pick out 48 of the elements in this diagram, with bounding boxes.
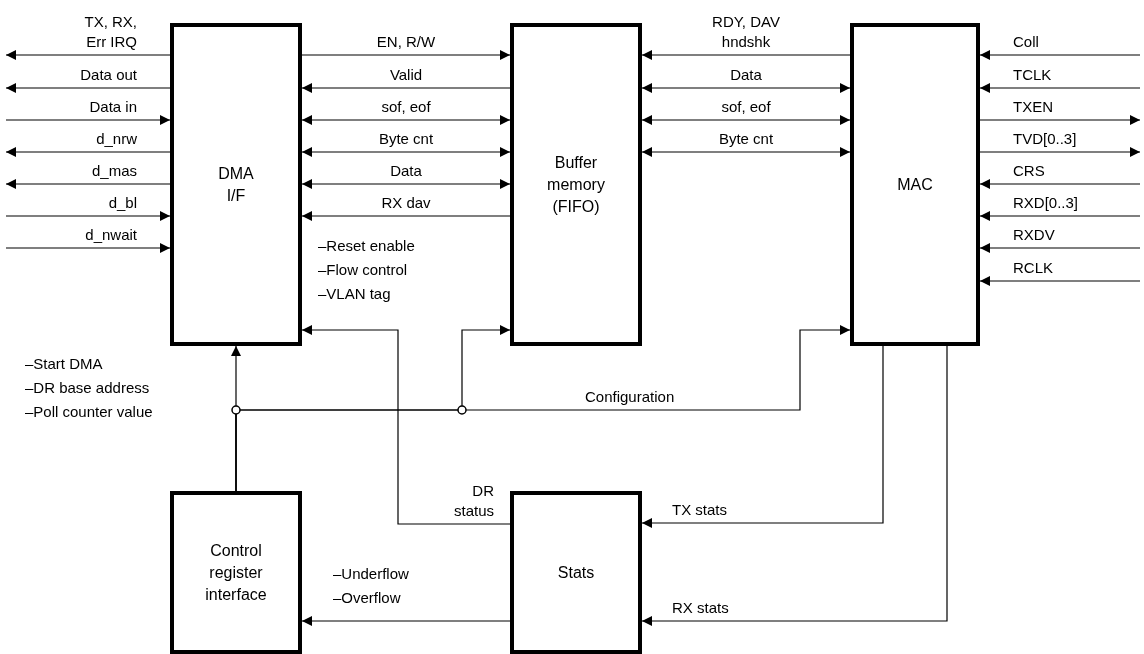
arrow	[301, 211, 511, 221]
arrow	[235, 325, 851, 492]
arrow	[301, 50, 511, 60]
signal-note: –VLAN tag	[318, 284, 391, 304]
arrow	[301, 83, 511, 93]
arrow	[979, 50, 1141, 60]
signal-note: –Poll counter value	[25, 402, 153, 422]
arrow	[5, 179, 171, 189]
signal-note: –DR base address	[25, 378, 150, 398]
arrow	[5, 83, 171, 93]
arrow	[641, 147, 851, 157]
arrow	[5, 243, 171, 253]
block-title: DMA I/F	[217, 163, 255, 206]
arrow	[301, 115, 511, 125]
arrow	[979, 147, 1141, 157]
arrow	[979, 83, 1141, 93]
arrow	[5, 211, 171, 221]
arrow	[979, 211, 1141, 221]
arrow	[641, 345, 884, 528]
signal-note: –Flow control	[318, 260, 408, 280]
block-title: Buffer memory (FIFO)	[546, 152, 606, 217]
block-box	[170, 491, 302, 654]
arrow	[5, 115, 171, 125]
signal-note: –Start DMA	[25, 354, 103, 374]
arrow	[301, 179, 511, 189]
arrow	[979, 179, 1141, 189]
arrow	[979, 243, 1141, 253]
signal-note: –Underflow	[333, 564, 409, 584]
arrow	[641, 115, 851, 125]
arrow	[301, 616, 511, 626]
block-box	[510, 23, 642, 346]
block-box	[850, 23, 980, 346]
arrow	[979, 276, 1141, 286]
block-title: MAC	[896, 174, 934, 195]
arrow	[5, 50, 171, 60]
block-title: Control register interface	[204, 540, 268, 605]
block-box	[170, 23, 302, 346]
arrow	[5, 147, 171, 157]
arrow	[641, 50, 851, 60]
block-title: Stats	[556, 562, 596, 583]
arrow	[301, 147, 511, 157]
arrow	[301, 325, 511, 525]
signal-note: –Reset enable	[318, 236, 415, 256]
signal-note: –Overflow	[333, 588, 401, 608]
arrow	[979, 115, 1141, 125]
arrow	[641, 83, 851, 93]
arrow	[641, 345, 948, 626]
block-box	[510, 491, 642, 654]
